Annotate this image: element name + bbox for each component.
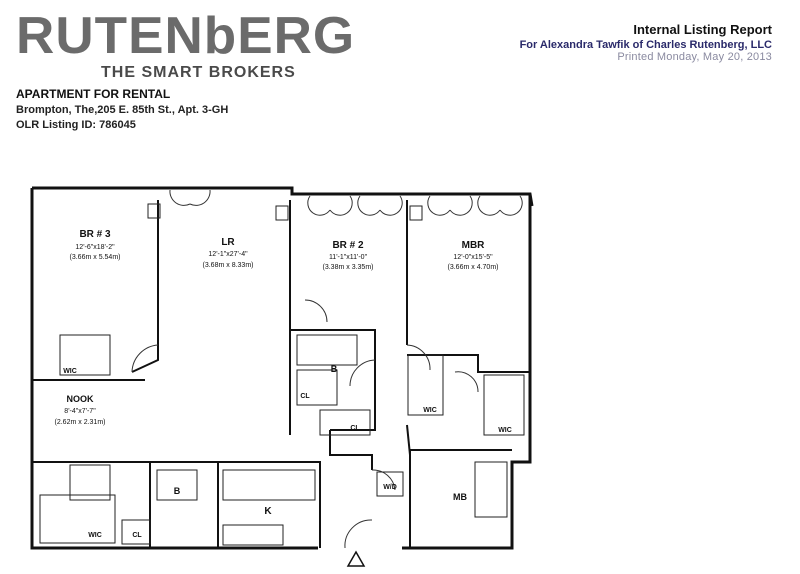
room-br2-metric: (3.38m x 3.35m) [323,264,374,271]
report-header: Internal Listing Report For Alexandra Ta… [520,22,772,63]
wic-1-label: WIC [63,368,77,375]
wic-4-label: WIC [88,532,102,539]
report-printed-date: Printed Monday, May 20, 2013 [617,51,772,63]
room-mbr-dims: 12'-0"x15'-5" [453,254,493,261]
room-nook-name: NOOK [67,394,95,404]
room-lr-metric: (3.68m x 8.33m) [203,262,254,269]
room-lr-dims: 12'-1"x27'-4" [208,251,248,258]
room-labels: BR # 3 12'-6"x18'-2" (3.66m x 5.54m) LR … [55,229,512,539]
closet-3-label: CL [300,393,310,400]
washer-dryer-label: W/D [383,484,397,491]
bath-a-label: B [174,486,181,496]
closet-1-label: CL [350,425,360,432]
closet-2-label: CL [132,532,142,539]
room-mbr-metric: (3.66m x 4.70m) [448,264,499,271]
report-prepared-for: For Alexandra Tawfik of Charles Rutenber… [519,39,772,51]
logo-tagline: THE SMART BROKERS [101,64,296,81]
listing-address: Brompton, The,205 E. 85th St., Apt. 3-GH [16,104,229,116]
kitchen-label: K [264,506,272,517]
room-nook-dims: 8'-4"x7'-7" [64,408,96,415]
room-br3-metric: (3.66m x 5.54m) [70,254,121,261]
room-mbr-name: MBR [462,240,486,251]
closet-boxes [39,203,525,546]
room-br2-dims: 11'-1"x11'-0" [329,254,368,261]
room-br2-name: BR # 2 [332,240,364,251]
entry-arrow-icon [346,550,366,567]
listing-heading: APARTMENT FOR RENTAL [16,87,171,101]
room-lr-name: LR [221,237,235,248]
room-nook-metric: (2.62m x 2.31m) [55,419,106,426]
room-br3-name: BR # 3 [79,229,111,240]
listing-id: OLR Listing ID: 786045 [16,119,136,131]
logo-wordmark: RUTENbERG [16,7,356,65]
window-doors [131,189,523,549]
report-title: Internal Listing Report [633,22,772,37]
room-br3-dims: 12'-6"x18'-2" [75,244,115,251]
master-bath-label: MB [453,492,467,502]
bath-b-label: B [331,364,338,374]
wic-2-label: WIC [423,407,437,414]
company-logo: RUTENbERG THE SMART BROKERS [16,10,356,81]
wic-3-label: WIC [498,427,512,434]
